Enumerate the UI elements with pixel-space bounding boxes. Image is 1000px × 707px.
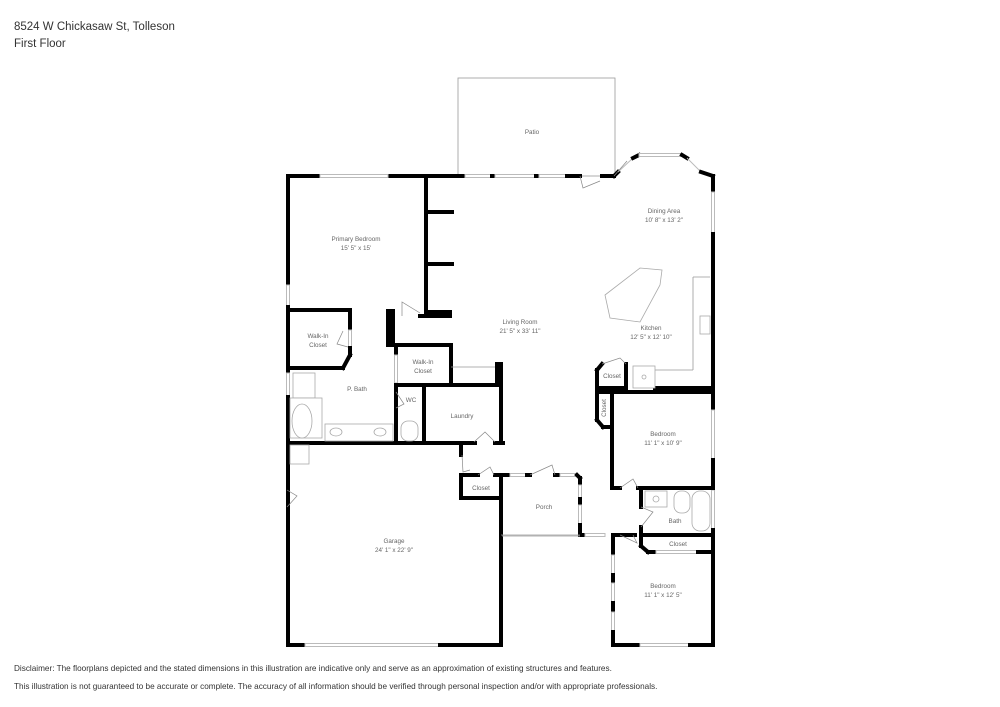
p-bath-label: P. Bath xyxy=(347,386,367,393)
walkin-closet-1-label-2: Closet xyxy=(309,342,327,349)
walkin-closet-1-label-1: Walk-In xyxy=(307,333,329,340)
kitchen-closet-label: Closet xyxy=(603,373,621,380)
porch-label: Porch xyxy=(536,504,553,511)
hall-closet-label: Closet xyxy=(601,399,608,417)
dining-area-label: Dining Area xyxy=(648,208,681,215)
bath-label: Bath xyxy=(669,518,682,525)
walkin-closet-2-label-1: Walk-In xyxy=(412,359,434,366)
primary-bedroom-dims: 15' 5" x 15' xyxy=(341,245,372,252)
garage-label: Garage xyxy=(383,538,405,545)
wc-label: WC xyxy=(406,397,417,404)
patio-label: Patio xyxy=(525,129,540,136)
patio-outline xyxy=(457,77,616,177)
property-address: 8524 W Chickasaw St, Tolleson xyxy=(14,21,175,33)
dining-area-dims: 10' 8" x 13' 2" xyxy=(645,217,683,224)
living-room-dims: 21' 5" x 33' 11" xyxy=(499,328,540,335)
bedroom-2-closet-label: Closet xyxy=(669,541,687,548)
living-room-label: Living Room xyxy=(503,319,538,326)
bedroom-2-label: Bedroom xyxy=(650,583,676,590)
bedroom-2-dims: 11' 1" x 12' 5" xyxy=(644,592,682,599)
kitchen-label: Kitchen xyxy=(640,325,662,332)
floor-label: First Floor xyxy=(14,38,66,50)
garage-dims: 24' 1" x 22' 9" xyxy=(375,547,413,554)
disclaimer-line-2: This illustration is not guaranteed to b… xyxy=(14,682,658,691)
bedroom-1-label: Bedroom xyxy=(650,431,676,438)
garage-closet-label: Closet xyxy=(472,485,490,492)
kitchen-dims: 12' 5" x 12' 10" xyxy=(630,334,672,341)
disclaimer-line-1: Disclaimer: The floorplans depicted and … xyxy=(14,664,612,673)
bedroom-1-dims: 11' 1" x 10' 9" xyxy=(644,440,682,447)
walkin-closet-2-label-2: Closet xyxy=(414,368,432,375)
primary-bedroom-label: Primary Bedroom xyxy=(332,236,381,243)
laundry-label: Laundry xyxy=(451,413,475,420)
